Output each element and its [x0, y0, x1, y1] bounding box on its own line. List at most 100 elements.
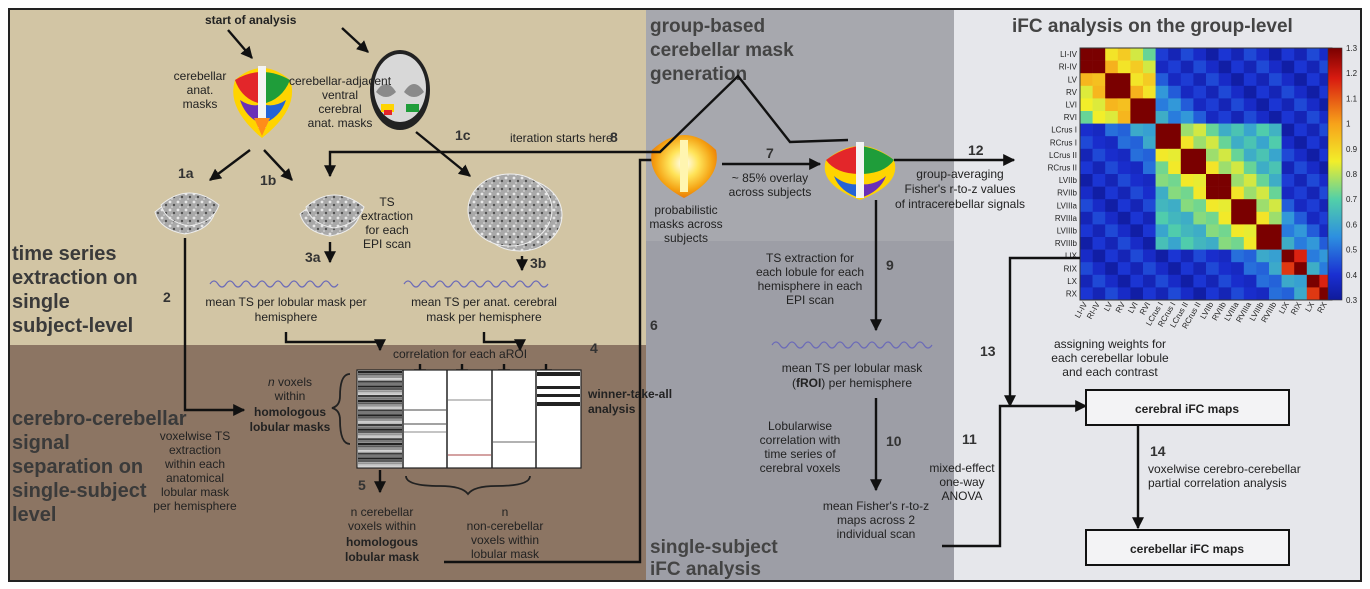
heatmap-cell: [1130, 186, 1144, 200]
voxel-stripe: [358, 380, 402, 383]
heatmap-cell: [1143, 161, 1156, 175]
heatmap-cell: [1080, 48, 1093, 61]
voxel-stripe: [358, 397, 402, 400]
heatmap-cell: [1080, 274, 1093, 288]
heatmap-cell: [1243, 161, 1257, 175]
heatmap-cell: [1206, 274, 1219, 288]
heatmap-cell: [1243, 85, 1257, 99]
heatmap-cell: [1155, 136, 1169, 150]
heatmap-cell: [1269, 136, 1282, 150]
heatmap-row-label: RX: [1066, 290, 1078, 299]
heatmap-cell: [1269, 262, 1282, 276]
heatmap-cell: [1080, 237, 1093, 250]
heatmap-cell: [1281, 186, 1295, 200]
voxel-stripe: [358, 423, 402, 426]
heatmap-cell: [1306, 199, 1320, 213]
voxel-stripe: [358, 385, 402, 388]
wrapped-line: correlation with: [760, 433, 841, 447]
heatmap-cell: [1130, 136, 1144, 150]
wrapped-line: maps across 2: [837, 513, 915, 527]
heatmap-cell: [1180, 161, 1194, 175]
heatmap-row-label: LVIIIb: [1057, 227, 1078, 236]
heatmap-cell: [1269, 287, 1282, 301]
heatmap-cell: [1256, 98, 1270, 112]
heatmap-cell: [1143, 224, 1156, 238]
heatmap-cell: [1231, 274, 1245, 288]
wrapped-line: separation on: [12, 456, 143, 478]
heatmap-row-label: RI-IV: [1059, 63, 1078, 72]
heatmap-cell: [1155, 249, 1169, 263]
heatmap-cell: [1193, 199, 1207, 213]
heatmap-cell: [1105, 211, 1119, 225]
heatmap-cell: [1155, 123, 1169, 137]
correlation-label: correlation for each aROI: [393, 347, 527, 361]
step-7: 7: [766, 145, 774, 161]
heatmap-cell: [1243, 98, 1257, 112]
heatmap-cell: [1130, 174, 1144, 187]
heatmap-cell: [1281, 60, 1295, 74]
heatmap-cell: [1143, 98, 1156, 112]
step-1b: 1b: [260, 172, 276, 188]
wrapped-line: extraction on: [12, 267, 138, 289]
heatmap-cell: [1206, 136, 1219, 150]
voxel-stripe: [358, 387, 402, 390]
heatmap-cell: [1256, 186, 1270, 200]
heatmap-cell: [1206, 73, 1219, 87]
heatmap-row-label: LX: [1067, 277, 1077, 286]
cerebellar-masks-text: cerebellar: [174, 69, 227, 83]
heatmap-cell: [1193, 148, 1207, 162]
heatmap-cell: [1168, 98, 1182, 112]
heatmap-cell: [1294, 161, 1308, 175]
heatmap-cell: [1168, 174, 1182, 187]
heatmap-cell: [1143, 199, 1156, 213]
heatmap-cell: [1080, 211, 1093, 225]
heatmap-cell: [1092, 224, 1106, 238]
heatmap-cell: [1092, 111, 1106, 124]
probabilistic-mask-icon: [651, 135, 717, 198]
heatmap-cell: [1105, 111, 1119, 124]
heatmap-cell: [1294, 224, 1308, 238]
heatmap-cell: [1243, 274, 1257, 288]
step-12: 12: [968, 142, 984, 158]
heatmap-cell: [1294, 73, 1308, 87]
colorbar-tick-label: 0.7: [1346, 195, 1358, 204]
heatmap-cell: [1143, 186, 1156, 200]
wrapped-line: analysis: [588, 402, 636, 416]
mean-fisher-text: mean Fisher's r-to-z: [823, 499, 929, 513]
voxel-stripe: [358, 375, 402, 378]
arrow-4-left: [284, 332, 386, 352]
winner-text: winner-take-all: [587, 387, 672, 401]
mean-ts-froi-text: mean TS per lobular mask: [782, 361, 924, 375]
heatmap-cell: [1193, 262, 1207, 276]
heatmap-cell: [1218, 274, 1232, 288]
heatmap-row-label: LV: [1068, 75, 1078, 84]
heatmap-cell: [1269, 148, 1282, 162]
arrow-2: [183, 238, 246, 416]
heatmap-cell: [1231, 60, 1245, 74]
colorbar-tick-label: 0.6: [1346, 220, 1358, 229]
heatmap-cell: [1155, 186, 1169, 200]
heatmap-cell: [1206, 199, 1219, 213]
heatmap-cell: [1281, 73, 1295, 87]
voxel-stripe: [358, 392, 402, 395]
heatmap-cell: [1243, 211, 1257, 225]
heatmap-cell: [1092, 199, 1106, 213]
heatmap-cell: [1105, 224, 1119, 238]
heatmap-cell: [1231, 73, 1245, 87]
heatmap-cell: [1143, 85, 1156, 99]
voxel-stripe: [358, 404, 402, 407]
heatmap-cell: [1168, 262, 1182, 276]
heatmap-cell: [1256, 148, 1270, 162]
heatmap-cell: [1155, 224, 1169, 238]
voxel-stripe: [358, 426, 402, 429]
heatmap-cell: [1256, 249, 1270, 263]
heatmap-cell: [1243, 136, 1257, 150]
heatmap-cell: [1243, 111, 1257, 124]
colorbar-tick-label: 1.3: [1346, 44, 1358, 53]
heatmap-cell: [1256, 274, 1270, 288]
heatmap-cell: [1105, 148, 1119, 162]
heatmap-cell: [1130, 211, 1144, 225]
